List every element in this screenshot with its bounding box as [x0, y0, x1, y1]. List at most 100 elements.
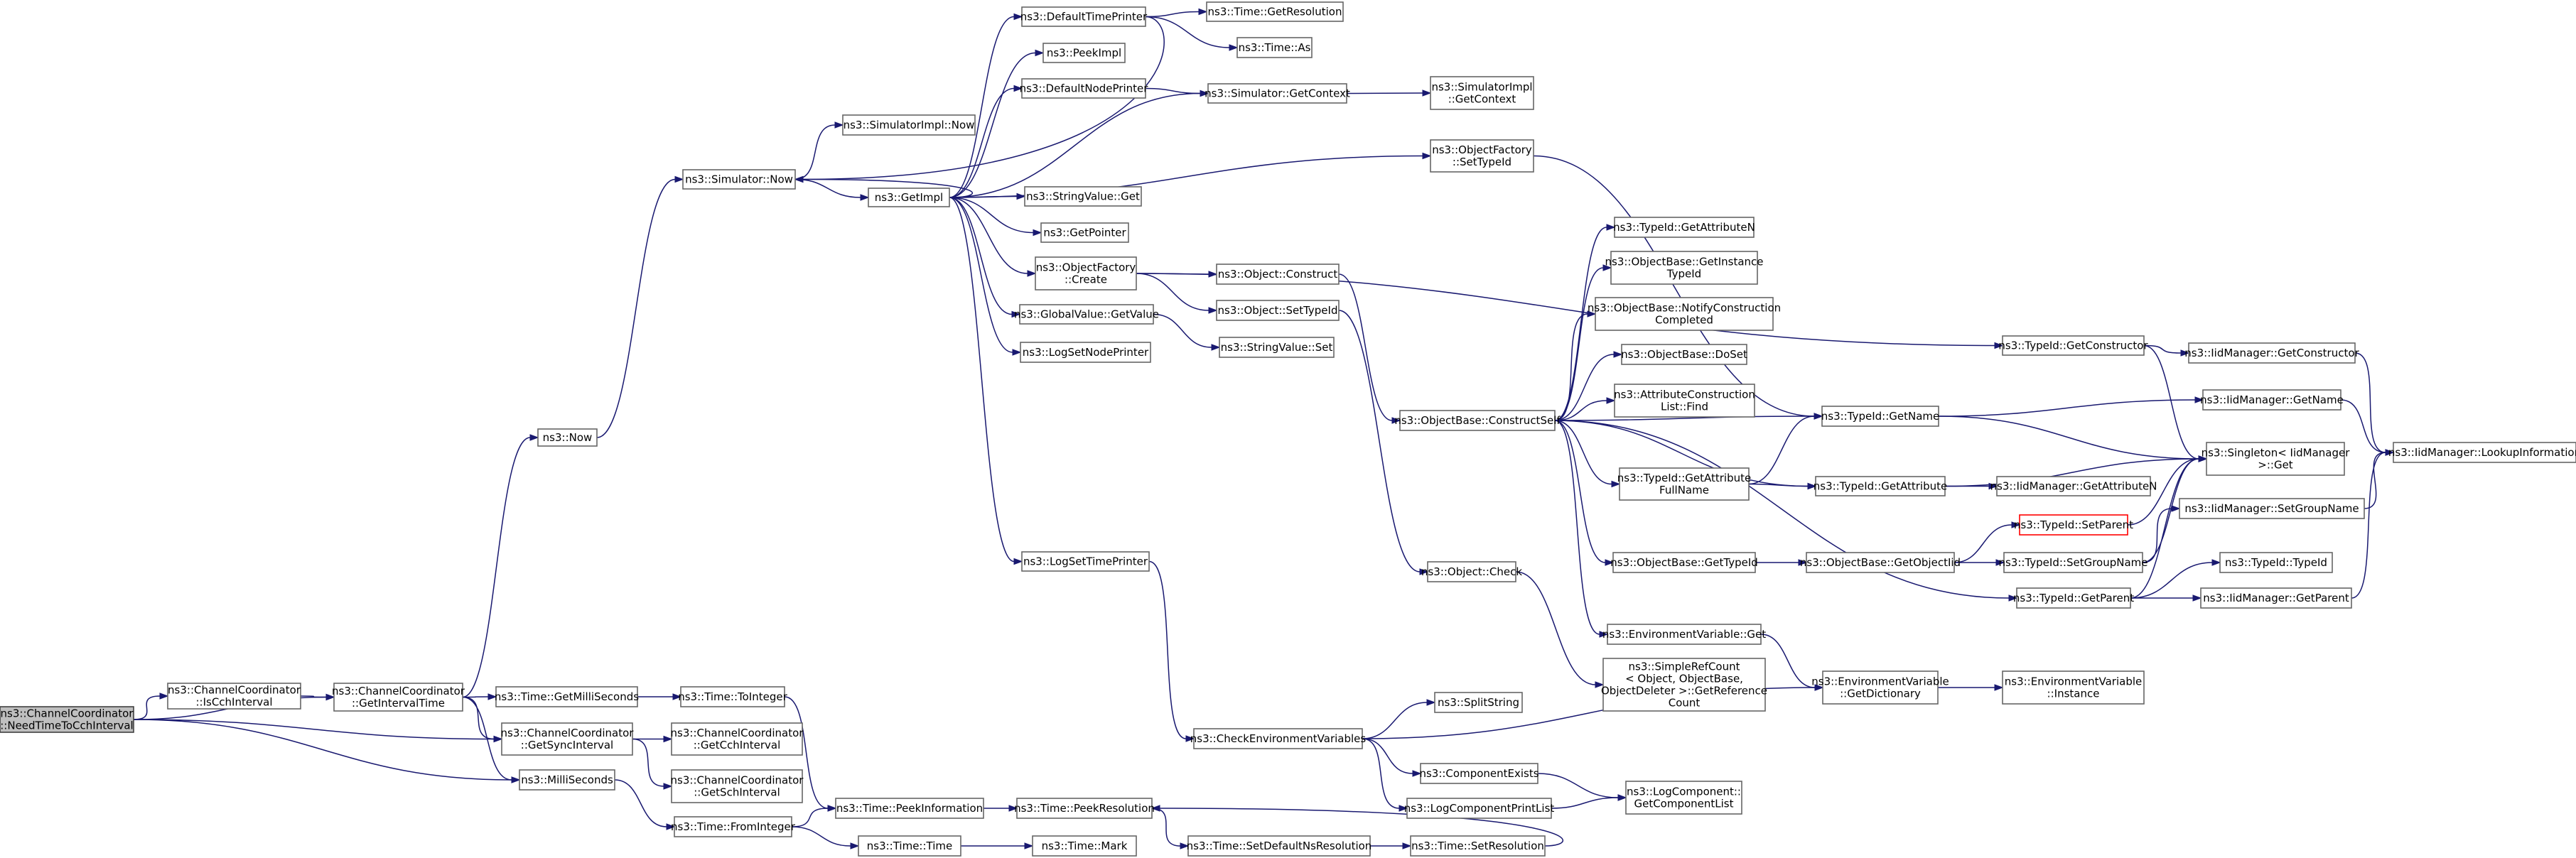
node-simpleRef[interactable]: ns3::SimpleRefCount< Object, ObjectBase,…: [1601, 658, 1767, 712]
node-timeAs[interactable]: ns3::Time::As: [1236, 37, 1313, 58]
edge-arrowhead: [159, 693, 169, 700]
edge-arrowhead: [1013, 13, 1023, 21]
node-ccGetSync[interactable]: ns3::ChannelCoordinator::GetSyncInterval: [501, 722, 635, 756]
node-objFactSetTypeId[interactable]: ns3::ObjectFactory::SetTypeId: [1430, 139, 1534, 173]
node-root[interactable]: ns3::ChannelCoordinator::NeedTimeToCchIn…: [0, 706, 134, 733]
node-timePeekInfo[interactable]: ns3::Time::PeekInformation: [835, 798, 984, 819]
node-iidGetAttrN[interactable]: ns3::IidManager::GetAttributeN: [1990, 476, 2157, 496]
node-objCheck[interactable]: ns3::Object::Check: [1421, 561, 1522, 582]
node-iidSetGroupName[interactable]: ns3::IidManager::SetGroupName: [2179, 498, 2365, 519]
node-timeTime[interactable]: ns3::Time::Time: [858, 835, 961, 857]
edge-arrowhead: [1994, 342, 2004, 349]
edge-arrowhead: [1599, 631, 1609, 638]
node-box: [1821, 406, 1939, 427]
node-simGetContext[interactable]: ns3::Simulator::GetContext: [1205, 83, 1350, 104]
node-milliSeconds[interactable]: ns3::MilliSeconds: [519, 769, 615, 791]
node-label: ns3::ChannelCoordinator: [671, 727, 804, 739]
node-box: [680, 686, 785, 707]
node-box: [2393, 442, 2576, 463]
node-box: [495, 686, 638, 707]
node-isCch[interactable]: ns3::ChannelCoordinator::IsCchInterval: [167, 683, 301, 710]
node-simNow[interactable]: ns3::Simulator::Now: [682, 169, 796, 190]
node-timeGetRes[interactable]: ns3::Time::GetResolution: [1206, 1, 1344, 22]
node-envGet[interactable]: ns3::EnvironmentVariable::Get: [1602, 624, 1766, 645]
node-defNodePrinter[interactable]: ns3::DefaultNodePrinter: [1020, 78, 1149, 99]
node-timeSetDefNs[interactable]: ns3::Time::SetDefaultNsResolution: [1187, 835, 1372, 857]
node-timeMark[interactable]: ns3::Time::Mark: [1032, 835, 1137, 857]
edge-arrowhead: [493, 735, 503, 743]
node-box: [858, 835, 961, 857]
node-envInstance[interactable]: ns3::EnvironmentVariable::Instance: [2002, 670, 2145, 705]
node-logSetNodePrinter[interactable]: ns3::LogSetNodePrinter: [1020, 342, 1151, 363]
node-tidSetParent[interactable]: ns3::TypeId::SetParent: [2014, 514, 2133, 536]
node-strValGet[interactable]: ns3::StringValue::Get: [1024, 186, 1142, 207]
edge-tidGetName-iidGetName: [1938, 399, 2196, 417]
node-timePeekRes[interactable]: ns3::Time::PeekResolution: [1014, 798, 1155, 819]
node-tidGetAttrN[interactable]: ns3::TypeId::GetAttributeN: [1613, 217, 1755, 238]
edge-arrowhead: [1994, 684, 2004, 691]
node-obGetObjectTid[interactable]: ns3::ObjectBase::GetObjectIid: [1800, 552, 1961, 573]
node-compExists[interactable]: ns3::ComponentExists: [1419, 763, 1539, 784]
node-gvGetValue[interactable]: ns3::GlobalValue::GetValue: [1014, 304, 1159, 325]
node-label: ns3::Time::ToInteger: [678, 690, 787, 703]
node-getPointer[interactable]: ns3::GetPointer: [1040, 222, 1129, 243]
node-objFactCreate[interactable]: ns3::ObjectFactory::Create: [1035, 256, 1137, 290]
node-timeGetMs[interactable]: ns3::Time::GetMilliSeconds: [495, 686, 639, 707]
edge-constructSelf-obGetInstTid: [1554, 267, 1604, 421]
node-iidGetName[interactable]: ns3::IidManager::GetName: [2200, 389, 2344, 411]
node-box: [1236, 37, 1313, 58]
node-logCompGetList[interactable]: ns3::LogComponent::GetComponentList: [1625, 781, 1742, 815]
node-tidGetName[interactable]: ns3::TypeId::GetName: [1821, 406, 1939, 427]
node-singletonGet[interactable]: ns3::Singleton< IidManager >::Get: [2202, 442, 2351, 476]
node-splitString[interactable]: ns3::SplitString: [1434, 692, 1523, 713]
node-ccGetSch[interactable]: ns3::ChannelCoordinator::GetSchInterval: [671, 769, 804, 803]
node-getInterval[interactable]: ns3::ChannelCoordinator::GetIntervalTime: [332, 683, 465, 712]
node-tidGetParent[interactable]: ns3::TypeId::GetParent: [2013, 587, 2134, 609]
node-obDoSet[interactable]: ns3::ObjectBase::DoSet: [1621, 344, 1747, 365]
node-iidGetParent[interactable]: ns3::IidManager::GetParent: [2200, 587, 2352, 609]
node-getImpl[interactable]: ns3::GetImpl: [868, 188, 950, 207]
node-box: [1621, 344, 1747, 365]
node-box: [1032, 835, 1137, 857]
node-now[interactable]: ns3::Now: [537, 428, 598, 447]
node-obGetTypeId[interactable]: ns3::ObjectBase::GetTypeId: [1610, 552, 1758, 573]
edge-arrowhead: [674, 175, 684, 183]
edge-constructSelf-attrConstrFind: [1554, 400, 1607, 421]
node-tidSetGroupName[interactable]: ns3::TypeId::SetGroupName: [1998, 552, 2148, 573]
node-logCompPrint[interactable]: ns3::LogComponentPrintList: [1404, 798, 1555, 819]
node-timeToInt[interactable]: ns3::Time::ToInteger: [678, 686, 788, 707]
edge-tidGetParent-tidTypeId: [2130, 562, 2213, 599]
node-tidTypeId[interactable]: ns3::TypeId::TypeId: [2219, 552, 2333, 573]
node-label: ns3::Simulator::Now: [685, 173, 793, 186]
node-iidLookup[interactable]: ns3::IidManager::LookupInformation: [2388, 442, 2576, 463]
node-tidGetAttr[interactable]: ns3::TypeId::GetAttribute: [1814, 476, 1947, 496]
node-defTimePrinter[interactable]: ns3::DefaultTimePrinter: [1020, 6, 1148, 27]
edge-defNodePrinter-simGetContext: [1145, 87, 1201, 94]
node-objConstruct[interactable]: ns3::Object::Construct: [1216, 264, 1340, 285]
node-strValSet[interactable]: ns3::StringValue::Set: [1219, 337, 1335, 358]
node-box: [682, 169, 796, 190]
node-objSetTypeId[interactable]: ns3::Object::SetTypeId: [1216, 300, 1340, 321]
node-timeSetRes[interactable]: ns3::Time::SetResolution: [1410, 835, 1546, 857]
node-box: [1607, 624, 1762, 645]
node-ccGetCch[interactable]: ns3::ChannelCoordinator::GetCchInterval: [671, 722, 804, 756]
node-box: [1216, 264, 1340, 285]
node-logSetTimePrinter[interactable]: ns3::LogSetTimePrinter: [1021, 551, 1150, 572]
node-envGetDict[interactable]: ns3::EnvironmentVariable::GetDictionary: [1811, 670, 1949, 705]
node-constructSelf[interactable]: ns3::ObjectBase::ConstructSelf: [1394, 410, 1561, 431]
node-obNotify[interactable]: ns3::ObjectBase::NotifyConstructionCompl…: [1588, 297, 1781, 331]
node-simImplGetContext[interactable]: ns3::SimulatorImpl::GetContext: [1430, 76, 1534, 110]
node-timeFromInt[interactable]: ns3::Time::FromInteger: [671, 816, 796, 837]
node-box: [1016, 798, 1153, 819]
edge-arrowhead: [2211, 559, 2221, 566]
node-simImplNow[interactable]: ns3::SimulatorImpl::Now: [842, 114, 976, 136]
edge-getImpl-gvGetValue: [949, 197, 1013, 315]
node-label: ns3::IidManager::GetName: [2200, 393, 2344, 406]
node-tidGetConstructor[interactable]: ns3::TypeId::GetConstructor: [1998, 335, 2148, 356]
node-checkEnv[interactable]: ns3::CheckEnvironmentVariables: [1190, 728, 1367, 749]
node-peekImpl[interactable]: ns3::PeekImpl: [1042, 43, 1126, 63]
node-iidGetConstructor[interactable]: ns3::IidManager::GetConstructor: [2184, 342, 2360, 364]
